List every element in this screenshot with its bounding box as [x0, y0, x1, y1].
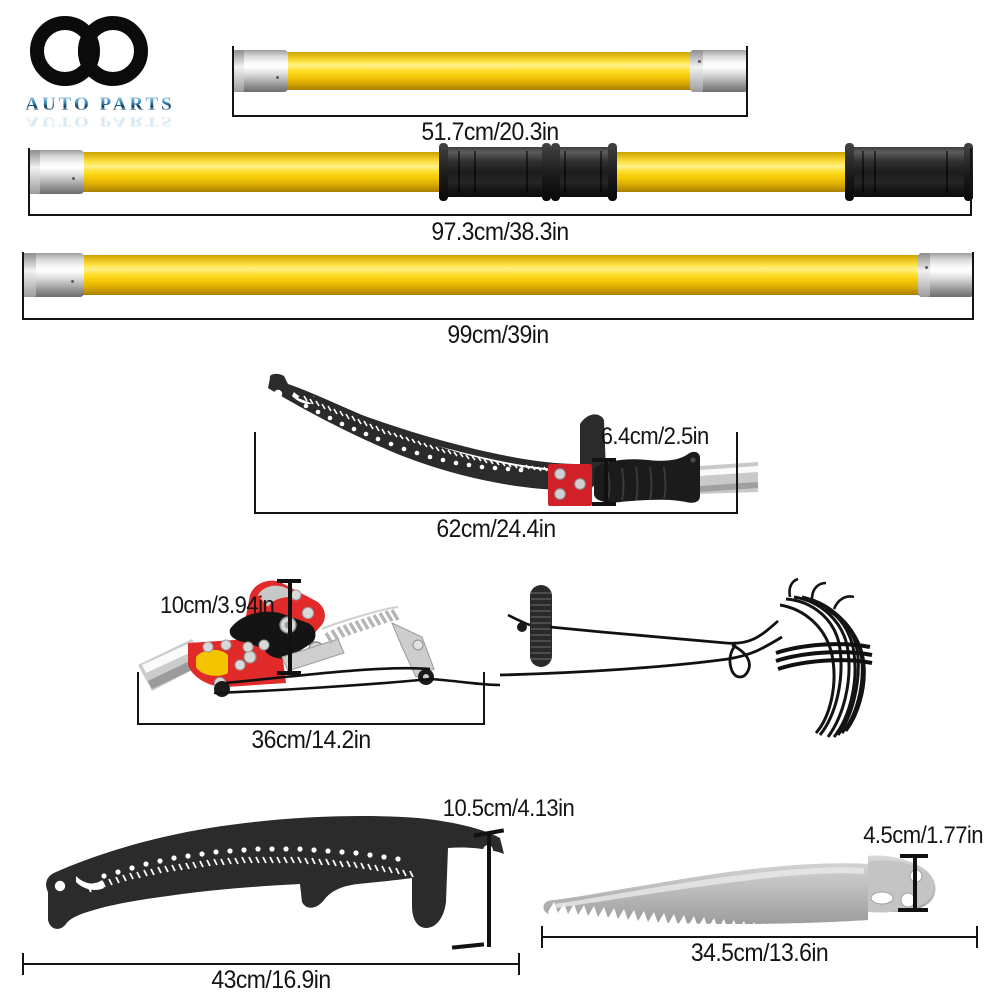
rope-loose-ends: [788, 577, 855, 610]
dimension-line-saw-height: [604, 460, 608, 504]
dimension-cap-left: [22, 252, 24, 320]
dimension-cap-left: [22, 953, 24, 975]
blade-black: [46, 816, 504, 929]
bracket-rivets: [554, 468, 586, 500]
dimension-label-blade-black-height: 10.5cm/4.13in: [442, 795, 575, 822]
dimension-cap-right: [518, 953, 520, 975]
rope-coil-binding: [775, 642, 873, 671]
dimension-cap-right: [736, 432, 738, 514]
blade-mount-hole-bottom: [491, 867, 501, 877]
dimension-cap-left: [541, 926, 543, 948]
dimension-label-saw-height: 6.4cm/2.5in: [600, 423, 710, 450]
blade-silver-teeth: [548, 902, 818, 953]
rubber-grip-end: [845, 143, 973, 201]
brand-logo: AUTO PARTS AUTO PARTS: [10, 14, 190, 132]
dimension-cap-left: [28, 148, 30, 216]
dimension-line-pole-long: [22, 318, 974, 320]
dimension-label-blade-silver-height: 4.5cm/1.77in: [863, 822, 984, 849]
dimension-line-blade-silver-length: [541, 936, 978, 938]
dimension-line-pruner-length: [137, 723, 485, 725]
dimension-cap-bottom: [898, 908, 928, 912]
dimension-cap-right: [976, 926, 978, 948]
dimension-label-pole-short: 51.7cm/20.3in: [421, 118, 559, 146]
interlocking-rings-logo-icon: [30, 16, 170, 94]
rubber-grip-center-right: [551, 143, 617, 201]
saw-tooth-lines: [303, 395, 572, 474]
dimension-cap-top: [900, 854, 928, 858]
dimension-label-pruner-length: 36cm/14.2in: [251, 726, 371, 754]
blade-teeth: [87, 856, 414, 893]
pole-body-yellow: [64, 255, 932, 295]
dimension-cap-left: [254, 432, 256, 514]
rope-strand: [499, 619, 783, 679]
dimension-cap-left: [232, 46, 234, 116]
pole-section-short: [232, 50, 748, 92]
dimension-cap-bottom: [592, 502, 616, 506]
brand-name-reflection: AUTO PARTS: [25, 114, 175, 129]
dimension-line-blade-black-length: [22, 963, 520, 965]
chrome-ferrule-left: [22, 253, 84, 297]
dimension-cap-right: [483, 672, 485, 725]
dimension-label-blade-black-length: 43cm/16.9in: [211, 966, 331, 994]
dimension-line-blade-black-height: [487, 833, 491, 947]
rope-assembly: [499, 577, 873, 738]
chrome-ferrule-left: [28, 150, 84, 194]
dimension-line-pole-short: [232, 115, 748, 117]
dimension-label-blade-silver-length: 34.5cm/13.6in: [690, 939, 829, 967]
chrome-ferrule-right: [918, 253, 974, 297]
blade-silver: [543, 855, 936, 953]
pruner-rivets: [202, 589, 315, 690]
dimension-line-pruner-height: [288, 581, 292, 673]
dimension-label-pruner-height: 10cm/3.94in: [159, 592, 275, 619]
pole-body-yellow: [262, 52, 718, 90]
pruner-yellow-cam: [196, 649, 228, 676]
handle-ridges: [607, 466, 667, 501]
blade-hole-row: [101, 846, 401, 879]
logo-ring-overlap: [78, 16, 100, 86]
dimension-label-pole-long: 99cm/39in: [447, 321, 549, 349]
blade-hole: [273, 389, 283, 399]
dimension-label-pole-grip: 97.3cm/38.3in: [431, 218, 569, 246]
dimension-line-blade-silver-height: [913, 856, 917, 910]
dimension-line-saw-length: [254, 512, 738, 514]
pruner-link-arm: [281, 638, 345, 672]
blade-hole: [54, 880, 66, 892]
chrome-ferrule-right: [690, 50, 748, 92]
dimension-cap-top: [277, 579, 301, 583]
dimension-cap-right: [970, 148, 972, 216]
blade-mount-slot: [870, 891, 894, 905]
pruner-spring: [321, 606, 400, 644]
saw-handle-grip: [594, 451, 700, 503]
pruner-head: [138, 580, 501, 697]
saw-head-assembly: [268, 373, 758, 506]
dimension-cap-top: [592, 458, 616, 462]
blade-hole-row: [303, 403, 524, 473]
rubber-grip-center-left: [439, 143, 551, 201]
pruner-rope: [213, 666, 501, 695]
blade-black-shape: [46, 816, 504, 929]
dimension-cap-right: [972, 252, 974, 320]
chrome-ferrule-left: [232, 50, 288, 92]
rope-pull-handle: [507, 585, 552, 667]
dimension-line-pole-grip: [28, 214, 972, 216]
dimension-cap-bottom: [277, 671, 301, 675]
dimension-cap-right: [746, 46, 748, 116]
pole-section-long: [22, 253, 974, 297]
brand-name: AUTO PARTS: [18, 94, 182, 116]
dimension-label-saw-length: 62cm/24.4in: [436, 515, 556, 543]
dimension-cap-left: [137, 672, 139, 725]
pole-section-grip: [28, 143, 973, 201]
